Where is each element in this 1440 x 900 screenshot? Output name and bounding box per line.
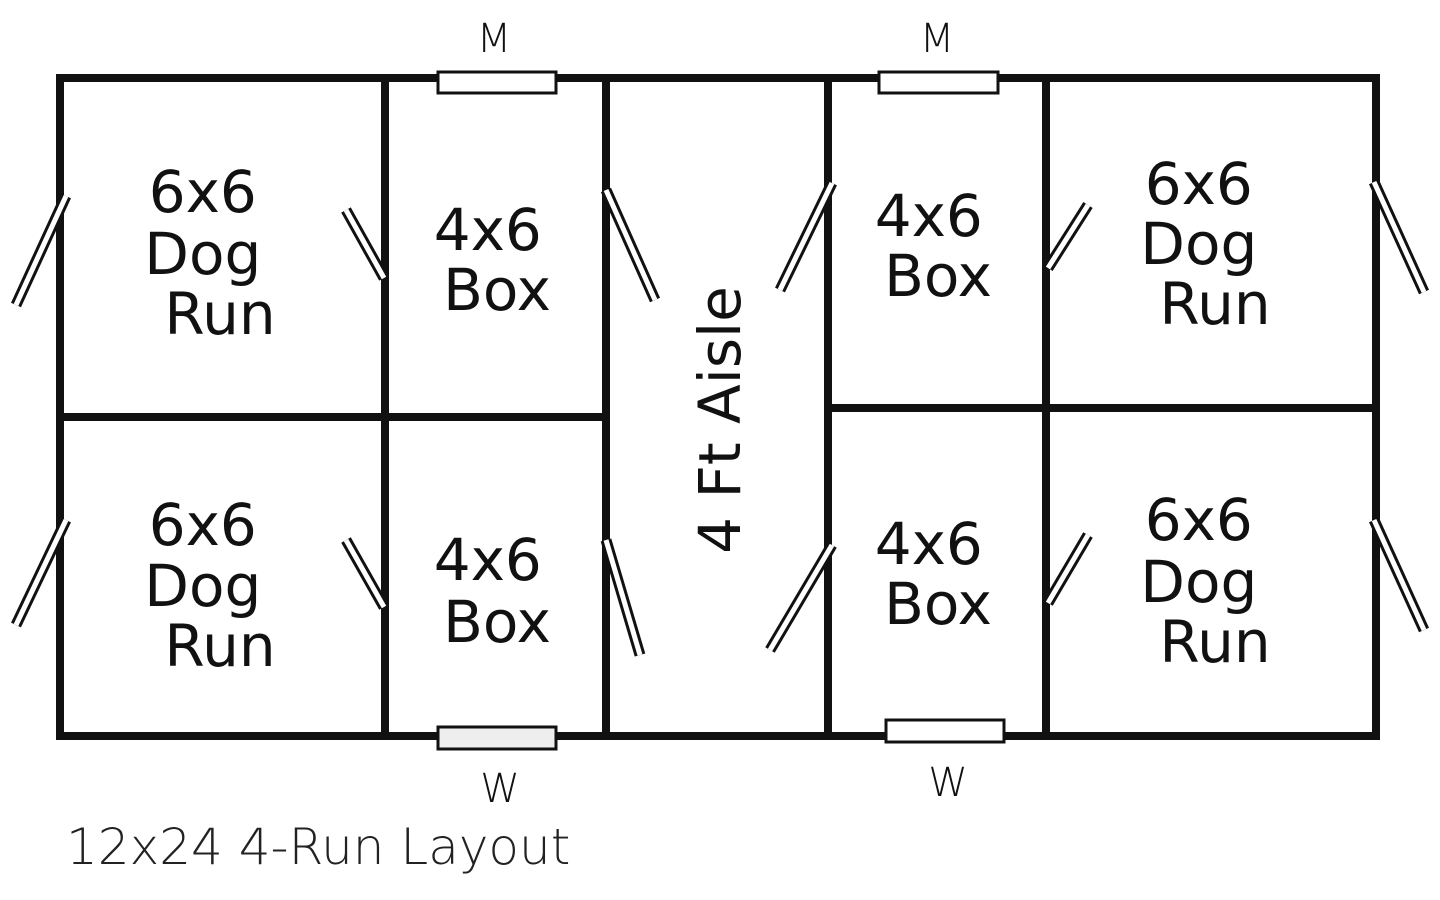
door-swing xyxy=(765,542,837,653)
door-swing xyxy=(600,187,661,303)
door-line xyxy=(1045,533,1091,605)
marker-m: M xyxy=(920,16,955,62)
door-line xyxy=(13,194,69,307)
room-run-bottom-right: 6x6 Dog Run xyxy=(1140,486,1275,676)
room-run-top-right: 6x6 Dog Run xyxy=(1140,150,1275,338)
window xyxy=(436,725,558,751)
door-line xyxy=(767,543,835,652)
room-run-bottom-left: 6x6 Dog Run xyxy=(144,491,279,680)
door-swing xyxy=(341,207,389,281)
room-box-bottom-right: 4x6 Box xyxy=(875,510,1002,638)
door-swing xyxy=(1043,532,1093,606)
door-swing xyxy=(600,538,646,657)
layout-title: 12x24 4-Run Layout xyxy=(66,818,570,876)
aisle-label: 4 Ft Aisle xyxy=(686,286,754,554)
door-line xyxy=(1371,180,1427,294)
doors xyxy=(11,179,1430,657)
marker-w: W xyxy=(928,760,968,806)
room-box-bottom-left: 4x6 Box xyxy=(434,526,561,656)
room-box-top-right: 4x6 Box xyxy=(875,182,1002,310)
door-line xyxy=(343,208,387,280)
walls xyxy=(56,74,1380,740)
door-swing xyxy=(775,180,837,293)
window xyxy=(436,70,558,95)
room-run-top-left: 6x6 Dog Run xyxy=(144,158,279,348)
door-swing xyxy=(11,517,71,628)
door-line xyxy=(13,518,69,627)
door-swing xyxy=(1368,179,1430,295)
door-swing xyxy=(11,193,71,308)
marker-m: M xyxy=(477,16,512,62)
room-box-top-left: 4x6 Box xyxy=(434,196,561,324)
door-line xyxy=(603,539,643,656)
door-swing xyxy=(341,537,389,610)
door-line xyxy=(603,188,658,302)
window xyxy=(877,70,1000,95)
door-swing xyxy=(1368,517,1430,633)
door-line xyxy=(343,538,387,609)
marker-w: W xyxy=(480,766,520,812)
door-line xyxy=(1045,203,1091,270)
door-line xyxy=(777,181,835,292)
door-swing xyxy=(1043,202,1093,271)
window xyxy=(884,718,1006,744)
windows xyxy=(436,70,1006,751)
room-labels: 6x6 Dog Run 4x6 Box 6x6 Dog Run 4x6 Box … xyxy=(144,150,1275,680)
door-line xyxy=(1371,518,1427,632)
